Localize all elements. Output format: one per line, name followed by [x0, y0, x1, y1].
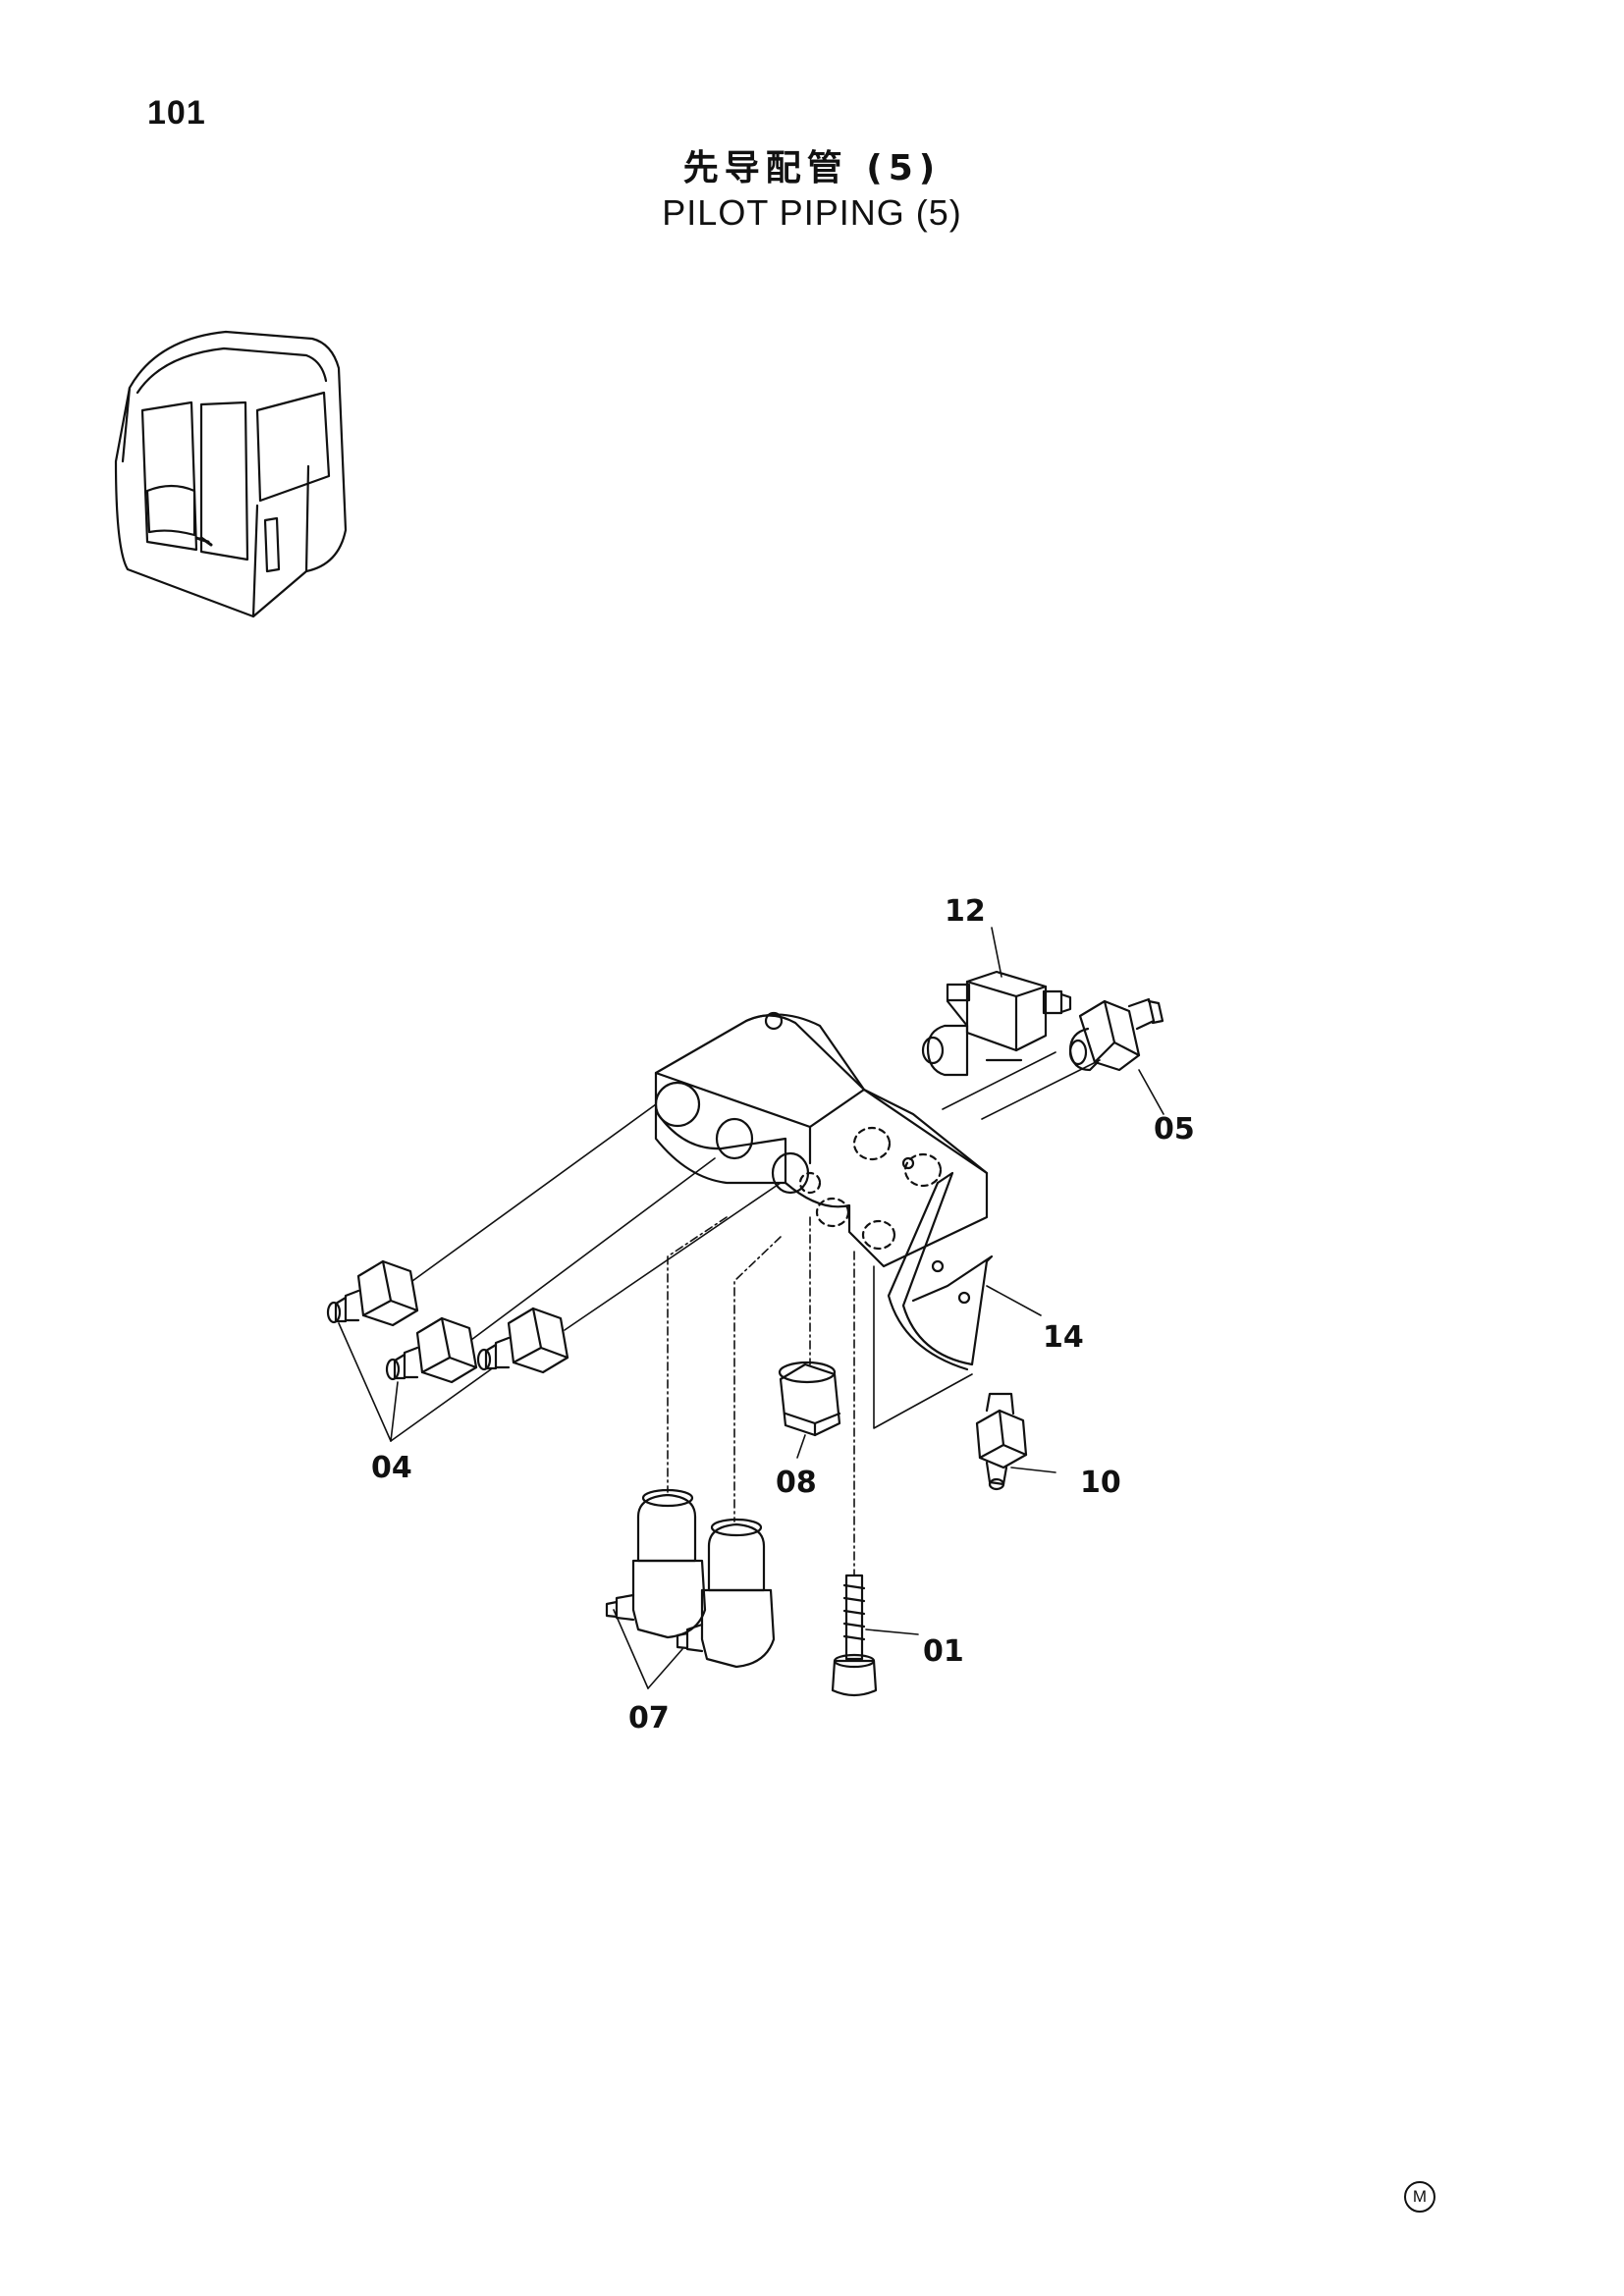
plug-part-08 — [778, 1361, 841, 1437]
page-title-jp: 先导配管 (5) — [682, 148, 942, 188]
callout-07: 07 — [628, 1701, 670, 1735]
bolt-part-01 — [831, 1574, 878, 1697]
elbow-part-07-a — [605, 1488, 707, 1639]
fitting-part-12 — [921, 927, 1072, 1077]
cab-location-thumbnail — [114, 330, 348, 618]
valve-block — [654, 1011, 989, 1268]
callout-05: 05 — [1154, 1112, 1195, 1147]
callout-01: 01 — [923, 1634, 964, 1669]
bracket-part-14 — [887, 1171, 994, 1371]
assembly-lines — [338, 1051, 1101, 1689]
callout-08: 08 — [776, 1466, 817, 1500]
fitting-part-10 — [975, 1392, 1028, 1491]
callout-10: 10 — [1080, 1466, 1121, 1500]
page-title-en: PILOT PIPING (5) — [662, 192, 962, 233]
fitting-part-04-c — [476, 1307, 569, 1374]
callout-12: 12 — [945, 894, 986, 929]
elbow-part-07-b — [676, 1518, 776, 1669]
registered-mark: M — [1404, 2181, 1435, 2213]
callout-14: 14 — [1043, 1320, 1084, 1355]
page-number: 101 — [147, 94, 206, 132]
fitting-part-05 — [1068, 997, 1164, 1115]
fitting-part-04-b — [385, 1316, 478, 1384]
fitting-part-04-a — [326, 1259, 419, 1327]
callout-04: 04 — [371, 1451, 412, 1485]
